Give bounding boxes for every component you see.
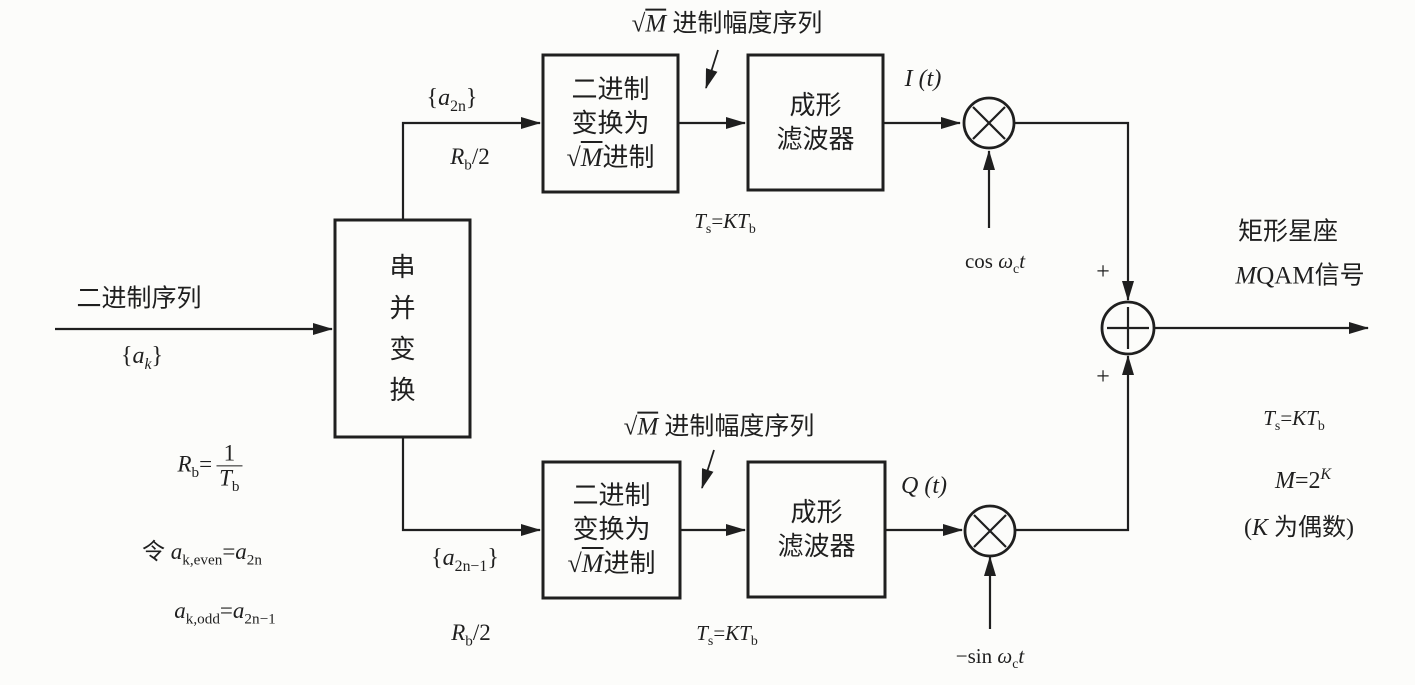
multiply-cross-top bbox=[972, 106, 1006, 140]
wire-sp-to-bottom-converter bbox=[401, 437, 541, 536]
amplitude-seq-annotation-bottom: √M 进制幅度序列 bbox=[623, 413, 815, 441]
bin-to-sqrtm-box-top bbox=[541, 53, 680, 194]
wire-top-multiplier-to-adder bbox=[1014, 121, 1134, 301]
shaping-filter-box-top bbox=[746, 53, 885, 192]
wire-bottom-multiplier-to-adder bbox=[1016, 355, 1134, 532]
output-title-line1: 矩形星座 bbox=[1237, 218, 1339, 246]
input-title: 二进制序列 bbox=[76, 285, 202, 313]
i-signal-label: I (t) bbox=[904, 66, 942, 93]
annotation-arrow-top bbox=[705, 49, 719, 89]
rate-label-top: Rb/2 bbox=[450, 143, 490, 174]
symbol-period-top: Ts=KTb bbox=[694, 208, 756, 237]
cos-carrier-label: cos ωct bbox=[964, 248, 1026, 277]
adder-plus bbox=[1107, 307, 1149, 349]
k-even-note: (K 为偶数) bbox=[1243, 515, 1355, 542]
serial-parallel-label: 串 并 变 换 bbox=[389, 252, 416, 405]
symbol-period-right: Ts=KTb bbox=[1263, 405, 1325, 434]
bin-to-sqrtm-label-bottom: 二进制 变换为 √M进制 bbox=[567, 481, 656, 578]
adder-plus-sign-top: + bbox=[1096, 259, 1110, 286]
bin-to-sqrtm-box-bottom bbox=[541, 460, 682, 600]
output-title-line2: MQAM信号 bbox=[1235, 262, 1365, 290]
adder-plus-sign-bottom: + bbox=[1096, 364, 1110, 391]
q-signal-label: Q (t) bbox=[901, 473, 947, 500]
assignment-odd: ak,odd=a2n−1 bbox=[174, 597, 276, 628]
bin-to-sqrtm-label-top: 二进制 变换为 √M进制 bbox=[566, 74, 655, 172]
annotation-arrow-bottom bbox=[701, 449, 715, 489]
even-sequence-label: {a2n} bbox=[426, 85, 478, 115]
serial-parallel-box bbox=[333, 218, 472, 439]
amplitude-seq-annotation-top: √M 进制幅度序列 bbox=[631, 10, 823, 38]
sin-carrier-label: −sin ωct bbox=[955, 643, 1025, 672]
rate-label-bottom: Rb/2 bbox=[451, 619, 491, 650]
shaping-filter-label-top: 成形 滤波器 bbox=[776, 90, 855, 154]
wire-sp-to-top-converter bbox=[401, 117, 541, 220]
shaping-filter-label-bottom: 成形 滤波器 bbox=[777, 497, 856, 561]
multiply-cross-bottom bbox=[973, 514, 1007, 548]
input-sequence-label: {ak} bbox=[120, 343, 164, 373]
m-formula: M=2K bbox=[1274, 466, 1332, 495]
assignment-even: 令 ak,even=a2n bbox=[142, 538, 262, 569]
symbol-period-bottom: Ts=KTb bbox=[696, 620, 758, 649]
odd-sequence-label: {a2n−1} bbox=[431, 545, 499, 575]
shaping-filter-box-bottom bbox=[746, 460, 887, 599]
